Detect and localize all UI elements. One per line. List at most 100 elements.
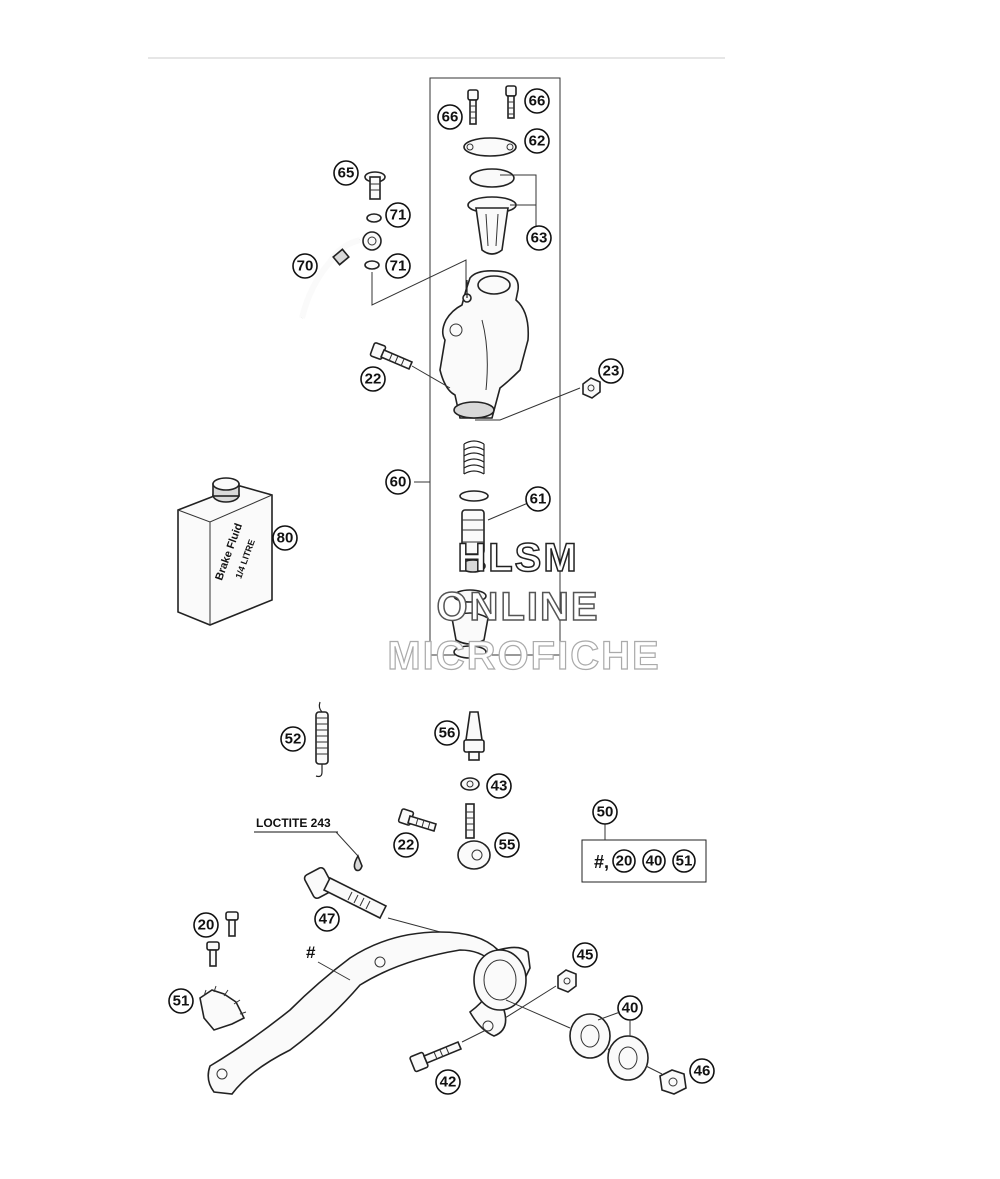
nut-45 [557, 969, 577, 993]
callout-51-text: 51 [173, 993, 190, 1010]
guide-line-45 [504, 985, 557, 1019]
callout-61-text: 61 [530, 491, 547, 508]
pivot-bolt-47 [303, 866, 388, 920]
kit-item-40-text: 40 [646, 853, 663, 870]
loctite-drop [353, 854, 363, 872]
adjust-bolt-56 [463, 711, 485, 761]
brake-pedal [207, 931, 531, 1095]
callout-47: 47 [314, 906, 340, 932]
callout-61: 61 [525, 486, 551, 512]
callout-56-text: 56 [439, 725, 456, 742]
callout-46-text: 46 [694, 1063, 711, 1080]
callout-20: 20 [193, 912, 219, 938]
bolt-22-lower [397, 808, 437, 833]
kit-item-20-text: 20 [616, 853, 633, 870]
pedal-step-51 [199, 985, 247, 1031]
return-spring [463, 440, 485, 475]
callout-71-bottom: 71 [385, 253, 411, 279]
callout-71-top: 71 [385, 202, 411, 228]
callout-56: 56 [434, 720, 460, 746]
callout-43: 43 [486, 773, 512, 799]
callout-46: 46 [689, 1058, 715, 1084]
leader-61 [487, 502, 529, 521]
guide-line-42 [461, 1029, 487, 1043]
piston-61 [460, 509, 486, 573]
callout-45-text: 45 [577, 947, 594, 964]
callout-66-right: 66 [524, 88, 550, 114]
callout-45: 45 [572, 942, 598, 968]
o-ring-71-top [366, 213, 382, 223]
bolt-20-lower [206, 941, 220, 967]
guide-line-bolt-22 [411, 365, 451, 389]
guide-line-nut-23 [475, 387, 581, 421]
callout-80-text: 80 [277, 530, 294, 547]
brake-fluid-can-80 [177, 477, 273, 626]
diaphragm-63 [467, 168, 517, 255]
callout-55: 55 [494, 832, 520, 858]
callout-71-top-text: 71 [390, 207, 407, 224]
callout-42-text: 42 [440, 1074, 457, 1091]
callout-42: 42 [435, 1069, 461, 1095]
guide-line-hose [371, 259, 467, 306]
callout-66-left-text: 66 [442, 109, 459, 126]
bracket-63 [500, 174, 537, 236]
eye-bolt-55 [457, 803, 491, 870]
kit-item-51: 51 [672, 849, 696, 873]
o-ring-71-bottom [364, 260, 380, 270]
callout-60: 60 [385, 469, 411, 495]
master-cylinder-body [439, 270, 530, 419]
bolt-42 [409, 1040, 463, 1073]
callout-20-text: 20 [198, 917, 215, 934]
screw-66-right [505, 85, 517, 119]
pedal-spring-52 [315, 701, 329, 778]
nut-23 [582, 377, 601, 399]
reservoir-cap-62 [463, 137, 517, 157]
brake-hose-70 [299, 231, 382, 319]
guide-line-bearings [505, 999, 663, 1075]
screw-66-left [467, 89, 479, 125]
callout-80: 80 [272, 525, 298, 551]
callout-65: 65 [333, 160, 359, 186]
loctite-leader [335, 831, 359, 857]
callout-43-text: 43 [491, 778, 508, 795]
callout-40: 40 [617, 995, 643, 1021]
callout-51: 51 [168, 988, 194, 1014]
bolt-22-upper [369, 342, 414, 371]
callout-52: 52 [280, 726, 306, 752]
callout-66-left: 66 [437, 104, 463, 130]
callout-22-upper: 22 [360, 366, 386, 392]
callout-47-text: 47 [319, 911, 336, 928]
callout-63-text: 63 [531, 230, 548, 247]
kit-item-51-text: 51 [676, 853, 693, 870]
pedal-hash-label: # [306, 943, 316, 962]
callout-50-text: 50 [597, 804, 614, 821]
callout-60-text: 60 [390, 474, 407, 491]
leader-40 [597, 1011, 631, 1036]
callout-62-text: 62 [529, 133, 546, 150]
callout-62: 62 [524, 128, 550, 154]
callout-22-upper-text: 22 [365, 371, 382, 388]
watermark-line2: ONLINE [436, 584, 600, 630]
callout-22-lower: 22 [393, 832, 419, 858]
callout-70: 70 [292, 253, 318, 279]
nut-46 [659, 1069, 687, 1095]
callout-40-text: 40 [622, 1000, 639, 1017]
bolt-20-upper [225, 911, 239, 937]
loctite-label: LOCTITE 243 [256, 816, 331, 830]
bearing-40-a [569, 1013, 611, 1059]
watermark-line3: MICROFICHE [387, 633, 661, 678]
kit-box-hash: #, [594, 852, 609, 872]
nut-43 [460, 777, 480, 791]
callout-55-text: 55 [499, 837, 516, 854]
callout-71-bottom-text: 71 [390, 258, 407, 275]
callout-63: 63 [526, 225, 552, 251]
boot [451, 589, 489, 659]
pedal-hash-leader [317, 961, 351, 981]
bearing-40-b [607, 1035, 649, 1081]
kit-item-40: 40 [642, 849, 666, 873]
callout-66-right-text: 66 [529, 93, 546, 110]
seal-ring [459, 490, 489, 502]
callout-65-text: 65 [338, 165, 355, 182]
callout-22-lower-text: 22 [398, 837, 415, 854]
